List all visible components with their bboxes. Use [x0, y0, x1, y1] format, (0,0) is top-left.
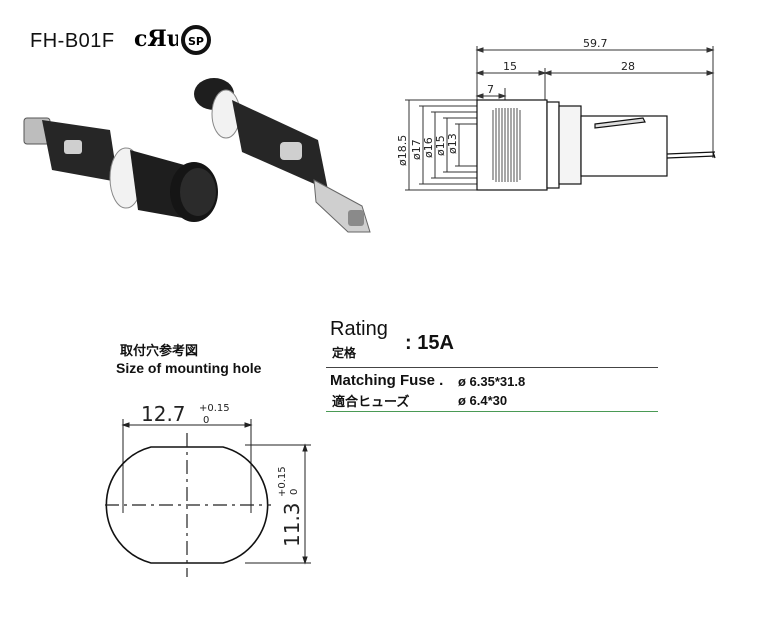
dim-dia-16: ø16 [422, 137, 435, 158]
left-holder [23, 117, 218, 222]
csa-mark-icon: SP [181, 25, 211, 55]
dim-dia-13: ø13 [446, 133, 459, 154]
dim-dia-18-5: ø18.5 [396, 135, 409, 166]
csa-mark-text: SP [188, 35, 204, 48]
model-number: FH-B01F [30, 30, 115, 52]
fuse-holder-photo [23, 78, 371, 233]
mounting-hole-title: Size of mounting hole [116, 360, 262, 376]
dim-7: 7 [487, 83, 494, 96]
dim-15: 15 [503, 60, 517, 73]
matching-fuse-value-2: ø 6.4*30 [458, 393, 508, 408]
rating-value: : 15A [405, 332, 454, 354]
rating-label: Rating [330, 318, 388, 340]
mounting-hole-drawing: 12.7 +0.15 0 11.3 +0.15 0 [105, 402, 311, 577]
hole-width-tol-minus: 0 [203, 415, 209, 426]
dim-dia-15: ø15 [434, 135, 447, 156]
ul-mark-icon: cЯus [134, 26, 178, 52]
dim-dia-17: ø17 [410, 139, 423, 160]
hole-height-dim: 11.3 [280, 502, 304, 547]
dim-overall-length: 59.7 [583, 38, 608, 50]
spec-divider-bottom [326, 411, 658, 412]
spec-divider [326, 367, 658, 368]
right-holder [194, 78, 371, 233]
mounting-hole-title-jp: 取付穴参考図 [120, 344, 199, 359]
dim-28: 28 [621, 60, 635, 73]
matching-fuse-value-1: ø 6.35*31.8 [458, 374, 526, 389]
matching-fuse-label-jp: 適合ヒューズ [332, 395, 410, 410]
hole-width-tol-plus: +0.15 [199, 403, 230, 414]
hole-height-tol-minus: 0 [289, 489, 300, 495]
hole-height-tol-plus: +0.15 [277, 466, 288, 497]
ul-mark-text: cЯus [134, 26, 178, 52]
rating-label-jp: 定格 [332, 346, 357, 360]
side-view-drawing: 59.7 15 28 7 ø18.5 ø17 ø16 ø15 ø13 [396, 38, 716, 191]
matching-fuse-label: Matching Fuse . [330, 372, 444, 389]
hole-width-dim: 12.7 [141, 402, 186, 426]
